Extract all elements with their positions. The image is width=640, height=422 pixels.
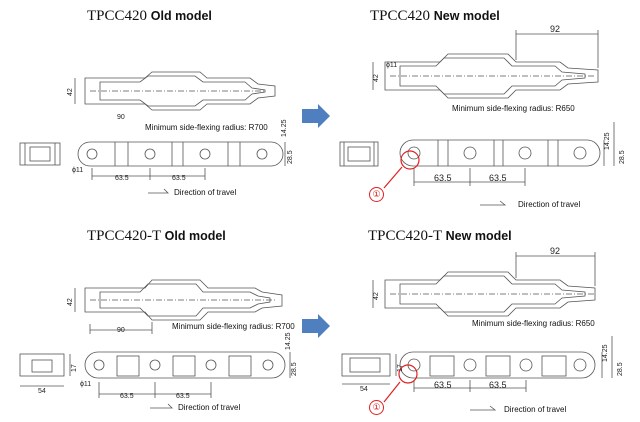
tl-title: TPCC420 Old model: [87, 8, 212, 25]
tr-travel-arrow: [480, 200, 507, 206]
tl-model-name: TPCC420: [87, 8, 148, 24]
br-dim-length: 92: [550, 246, 561, 256]
br-model-label: New model: [445, 229, 512, 243]
bl-model-name: TPCC420-T: [87, 228, 161, 244]
bl-pitch-1: 63.5: [120, 393, 134, 400]
br-travel-arrow: [470, 405, 497, 411]
bl-dim-diameter: ϕ11: [80, 381, 92, 388]
tr-dim-h1: 14.25: [604, 132, 611, 150]
tr-marker-badge: ①: [369, 187, 384, 202]
br-dim-side-width: 54: [360, 386, 368, 393]
bl-chain-top-view: [74, 279, 283, 334]
bl-chain-side-view: [84, 351, 291, 398]
tr-pitch-1: 63.5: [434, 173, 452, 183]
upgrade-arrow-bottom: [302, 314, 330, 338]
bl-travel-arrow: [150, 403, 173, 409]
tr-dim-width: 42: [373, 74, 380, 82]
tr-chain-end-view: [339, 141, 379, 167]
br-title: TPCC420-T New model: [368, 228, 512, 245]
br-chain-top-view: [372, 252, 596, 317]
tr-model-label: New model: [433, 9, 500, 23]
br-travel-label: Direction of travel: [504, 405, 567, 414]
tr-travel-label: Direction of travel: [518, 200, 581, 209]
br-radius-note: Minimum side-flexing radius: R650: [472, 319, 595, 328]
tr-dim-diameter: ϕ11: [386, 62, 398, 69]
br-chain-end-view: [341, 353, 397, 385]
tr-title: TPCC420 New model: [370, 8, 500, 25]
tr-model-name: TPCC420: [370, 8, 431, 24]
br-dim-width: 42: [373, 292, 380, 300]
tr-dim-h2: 28.5: [619, 150, 626, 164]
bl-dim-h1: 14.25: [285, 332, 292, 350]
tr-radius-note: Minimum side-flexing radius: R650: [452, 104, 575, 113]
br-pitch-1: 63.5: [434, 380, 452, 390]
br-dim-side-height: 17: [397, 364, 404, 372]
bl-pitch-2: 63.5: [176, 393, 190, 400]
bl-title: TPCC420-T Old model: [87, 228, 226, 245]
tl-travel-label: Direction of travel: [174, 188, 237, 197]
tl-radius-note: Minimum side-flexing radius: R700: [145, 123, 268, 132]
tl-dim-width: 42: [67, 88, 74, 96]
br-marker-badge: ①: [369, 400, 384, 415]
tl-chain-side-view: [77, 141, 286, 180]
tr-chain-side-view: [399, 122, 615, 186]
tr-dim-length: 92: [550, 24, 561, 34]
bl-chain-end-view: [19, 353, 71, 387]
br-highlight-circle: [398, 364, 418, 384]
bl-dim-length: 90: [117, 327, 125, 334]
tr-pitch-2: 63.5: [489, 173, 507, 183]
tl-dim-h1: 14.25: [281, 119, 288, 137]
tr-chain-top-view: [372, 30, 599, 99]
tl-dim-diameter: ϕ11: [72, 167, 84, 174]
tl-model-label: Old model: [150, 9, 212, 23]
tl-pitch-1: 63.5: [115, 175, 129, 182]
tl-chain-top-view: [74, 71, 276, 111]
bl-dim-width: 42: [67, 298, 74, 306]
br-dim-h2: 28.5: [617, 362, 624, 376]
bl-dim-side-height: 17: [71, 364, 78, 372]
tl-pitch-2: 63.5: [172, 175, 186, 182]
tl-travel-arrow: [148, 188, 169, 194]
bl-model-label: Old model: [164, 229, 226, 243]
br-model-name: TPCC420-T: [368, 228, 442, 244]
tl-dim-h2: 28.5: [287, 150, 294, 164]
tr-highlight-circle: [400, 150, 420, 170]
bl-dim-h2: 28.5: [291, 362, 298, 376]
tl-dim-length: 90: [117, 114, 125, 121]
tl-chain-end-view: [19, 142, 61, 166]
upgrade-arrow-top: [302, 104, 330, 128]
bl-radius-note: Minimum side-flexing radius: R700: [172, 322, 295, 331]
bl-travel-label: Direction of travel: [178, 403, 241, 412]
br-dim-h1: 14.25: [602, 344, 609, 362]
br-pitch-2: 63.5: [489, 380, 507, 390]
br-chain-side-view: [399, 336, 613, 392]
bl-dim-side-width: 54: [38, 388, 46, 395]
